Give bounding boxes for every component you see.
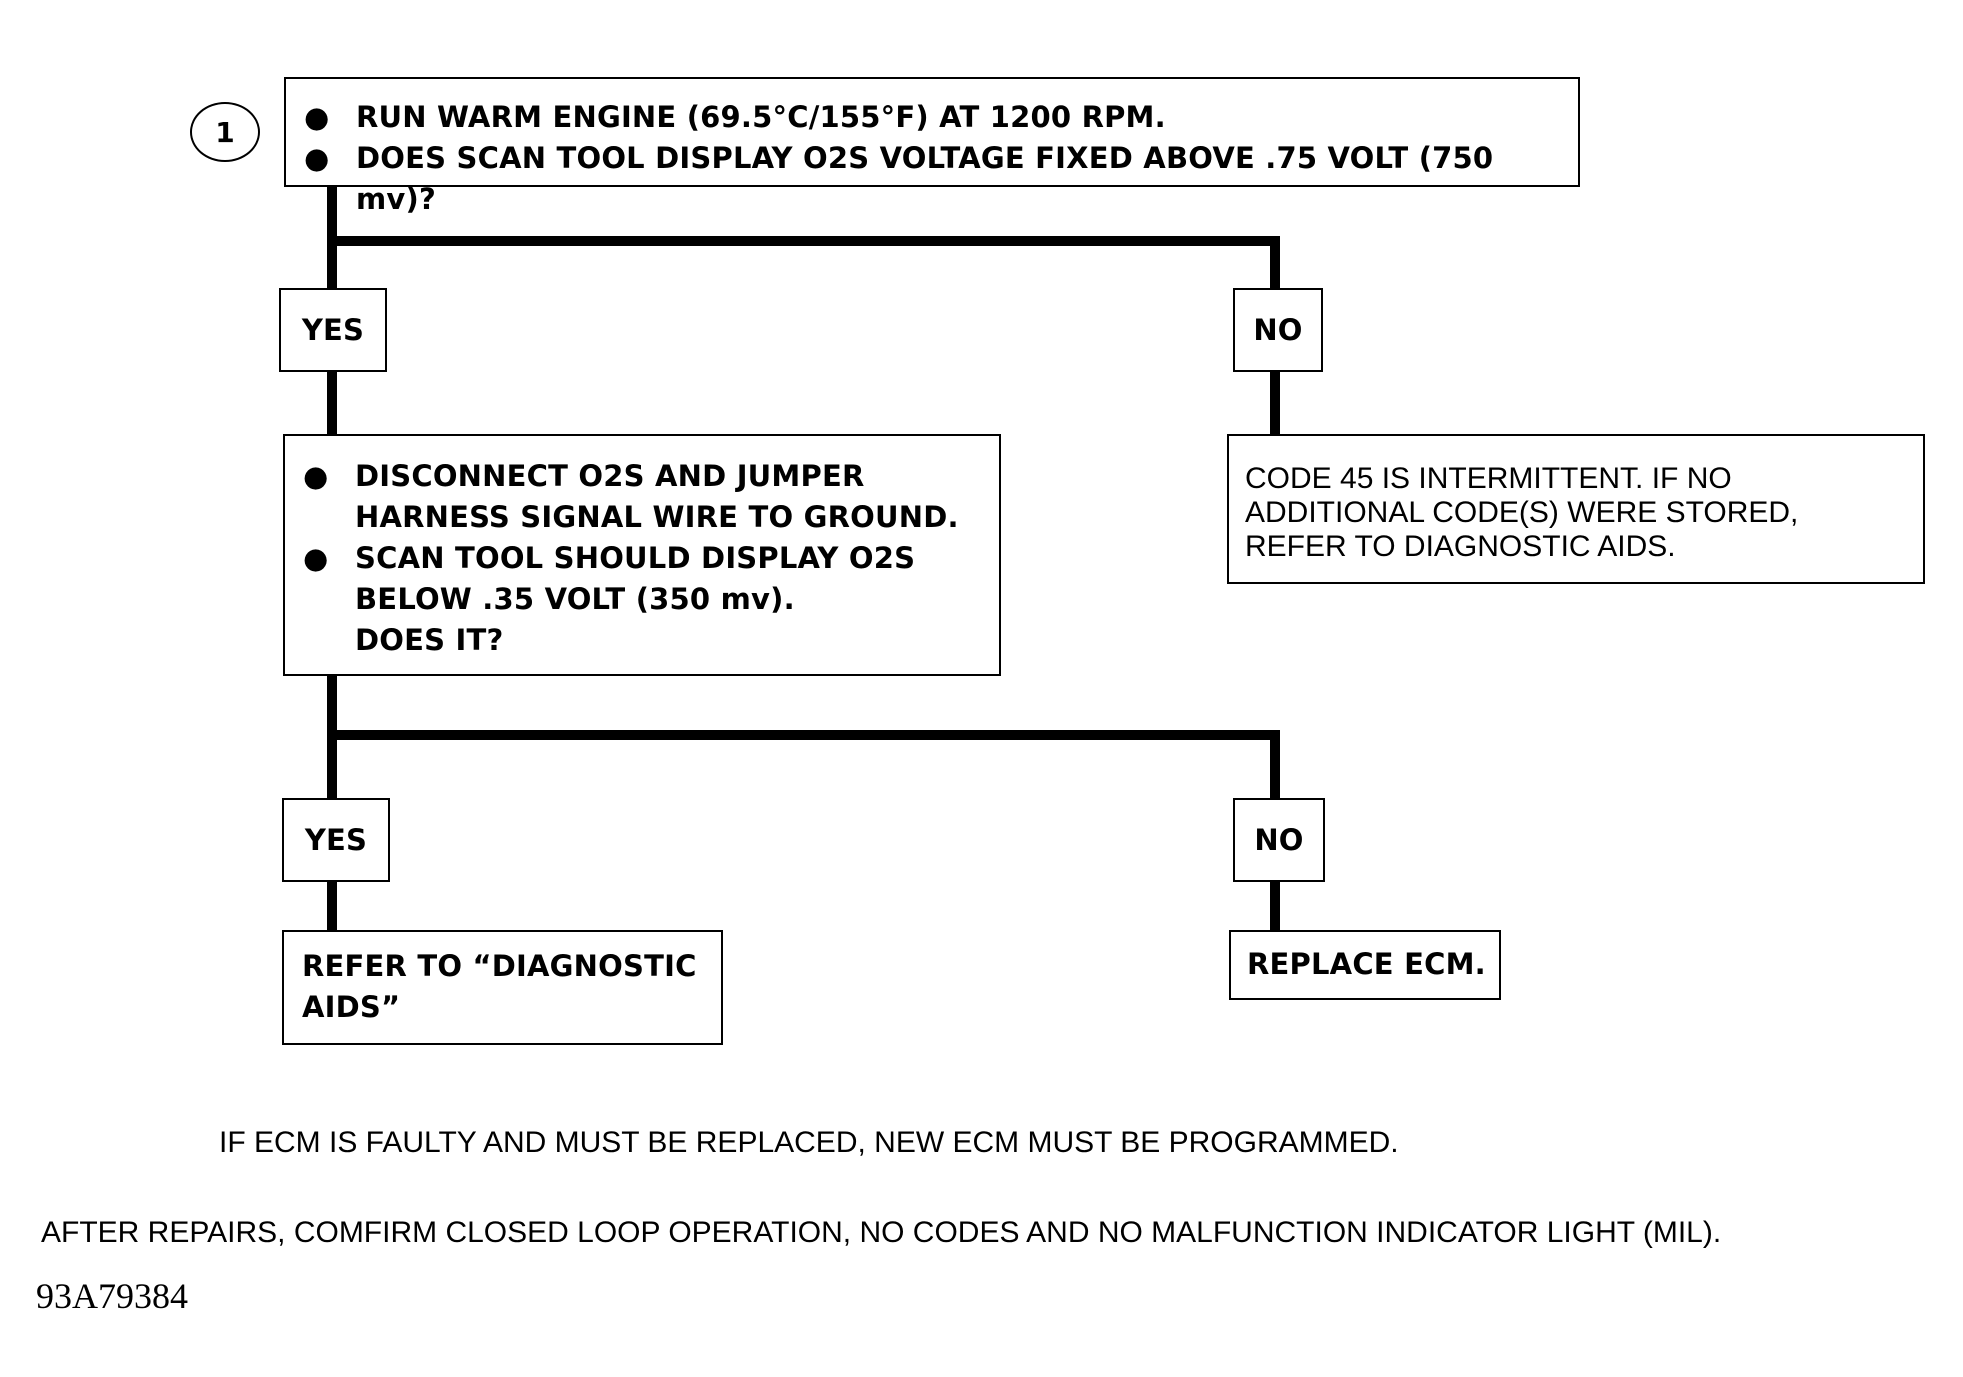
yes2-result-line-2: AIDS” — [302, 990, 401, 1024]
step2-bullet-1: ● DISCONNECT O2S AND JUMPER — [303, 456, 999, 497]
yes1-label: YES — [301, 313, 365, 347]
step1-question-box: ● RUN WARM ENGINE (69.5°C/155°F) AT 1200… — [284, 77, 1580, 216]
step2-bullet-2-line-2: BELOW .35 VOLT (350 mv). — [355, 582, 795, 616]
step-number-circle: 1 — [190, 102, 260, 162]
connector-no2-down — [1270, 880, 1280, 932]
step2-bullet-2-line-3: DOES IT? — [355, 623, 504, 657]
connector-yes1-down — [327, 370, 337, 437]
step1-bullet-1: ● RUN WARM ENGINE (69.5°C/155°F) AT 1200… — [304, 97, 1578, 138]
no1-result-line-1: CODE 45 IS INTERMITTENT. IF NO — [1245, 462, 1732, 495]
no1-box: NO — [1233, 288, 1323, 372]
no2-label: NO — [1254, 823, 1304, 857]
no1-result-box: CODE 45 IS INTERMITTENT. IF NO ADDITIONA… — [1227, 434, 1925, 584]
step2-question-box: ● DISCONNECT O2S AND JUMPER HARNESS SIGN… — [283, 434, 1001, 676]
connector-no1-down — [1270, 370, 1280, 437]
step-number: 1 — [215, 115, 235, 149]
step2-bullet-2-line-1: SCAN TOOL SHOULD DISPLAY O2S — [355, 541, 916, 575]
bullet-icon: ● — [304, 141, 330, 175]
step2-bullet-1-line-1: DISCONNECT O2S AND JUMPER — [355, 459, 865, 493]
connector-branch2-horizontal — [327, 730, 1280, 740]
bullet-icon: ● — [304, 100, 330, 134]
connector-branch1-horizontal — [327, 236, 1280, 246]
step1-bullet-2: ● DOES SCAN TOOL DISPLAY O2S VOLTAGE FIX… — [304, 138, 1578, 220]
figure-id: 93A79384 — [36, 1276, 188, 1316]
step1-line-1: RUN WARM ENGINE (69.5°C/155°F) AT 1200 R… — [356, 100, 1166, 134]
yes1-box: YES — [279, 288, 387, 372]
no1-result-line-2: ADDITIONAL CODE(S) WERE STORED, — [1245, 496, 1799, 529]
bullet-icon: ● — [303, 459, 329, 493]
repairs-note: AFTER REPAIRS, COMFIRM CLOSED LOOP OPERA… — [41, 1216, 1722, 1249]
step2-bullet-1-line-2: HARNESS SIGNAL WIRE TO GROUND. — [355, 500, 959, 534]
ecm-note: IF ECM IS FAULTY AND MUST BE REPLACED, N… — [219, 1126, 1399, 1159]
step2-bullet-2: ● SCAN TOOL SHOULD DISPLAY O2S — [303, 538, 999, 579]
yes2-box: YES — [282, 798, 390, 882]
no1-result-line-3: REFER TO DIAGNOSTIC AIDS. — [1245, 530, 1676, 563]
connector-branch2-no-down — [1270, 730, 1280, 800]
step1-line-2: DOES SCAN TOOL DISPLAY O2S VOLTAGE FIXED… — [356, 141, 1494, 216]
no2-result-box: REPLACE ECM. — [1229, 930, 1501, 1000]
connector-branch1-no-down — [1270, 236, 1280, 290]
yes2-result-line-1: REFER TO “DIAGNOSTIC — [302, 949, 697, 983]
no2-box: NO — [1233, 798, 1325, 882]
no2-result-line: REPLACE ECM. — [1247, 947, 1486, 981]
connector-yes2-down — [327, 880, 337, 932]
yes2-label: YES — [304, 823, 368, 857]
bullet-icon: ● — [303, 541, 329, 575]
yes2-result-box: REFER TO “DIAGNOSTIC AIDS” — [282, 930, 723, 1045]
no1-label: NO — [1253, 313, 1303, 347]
